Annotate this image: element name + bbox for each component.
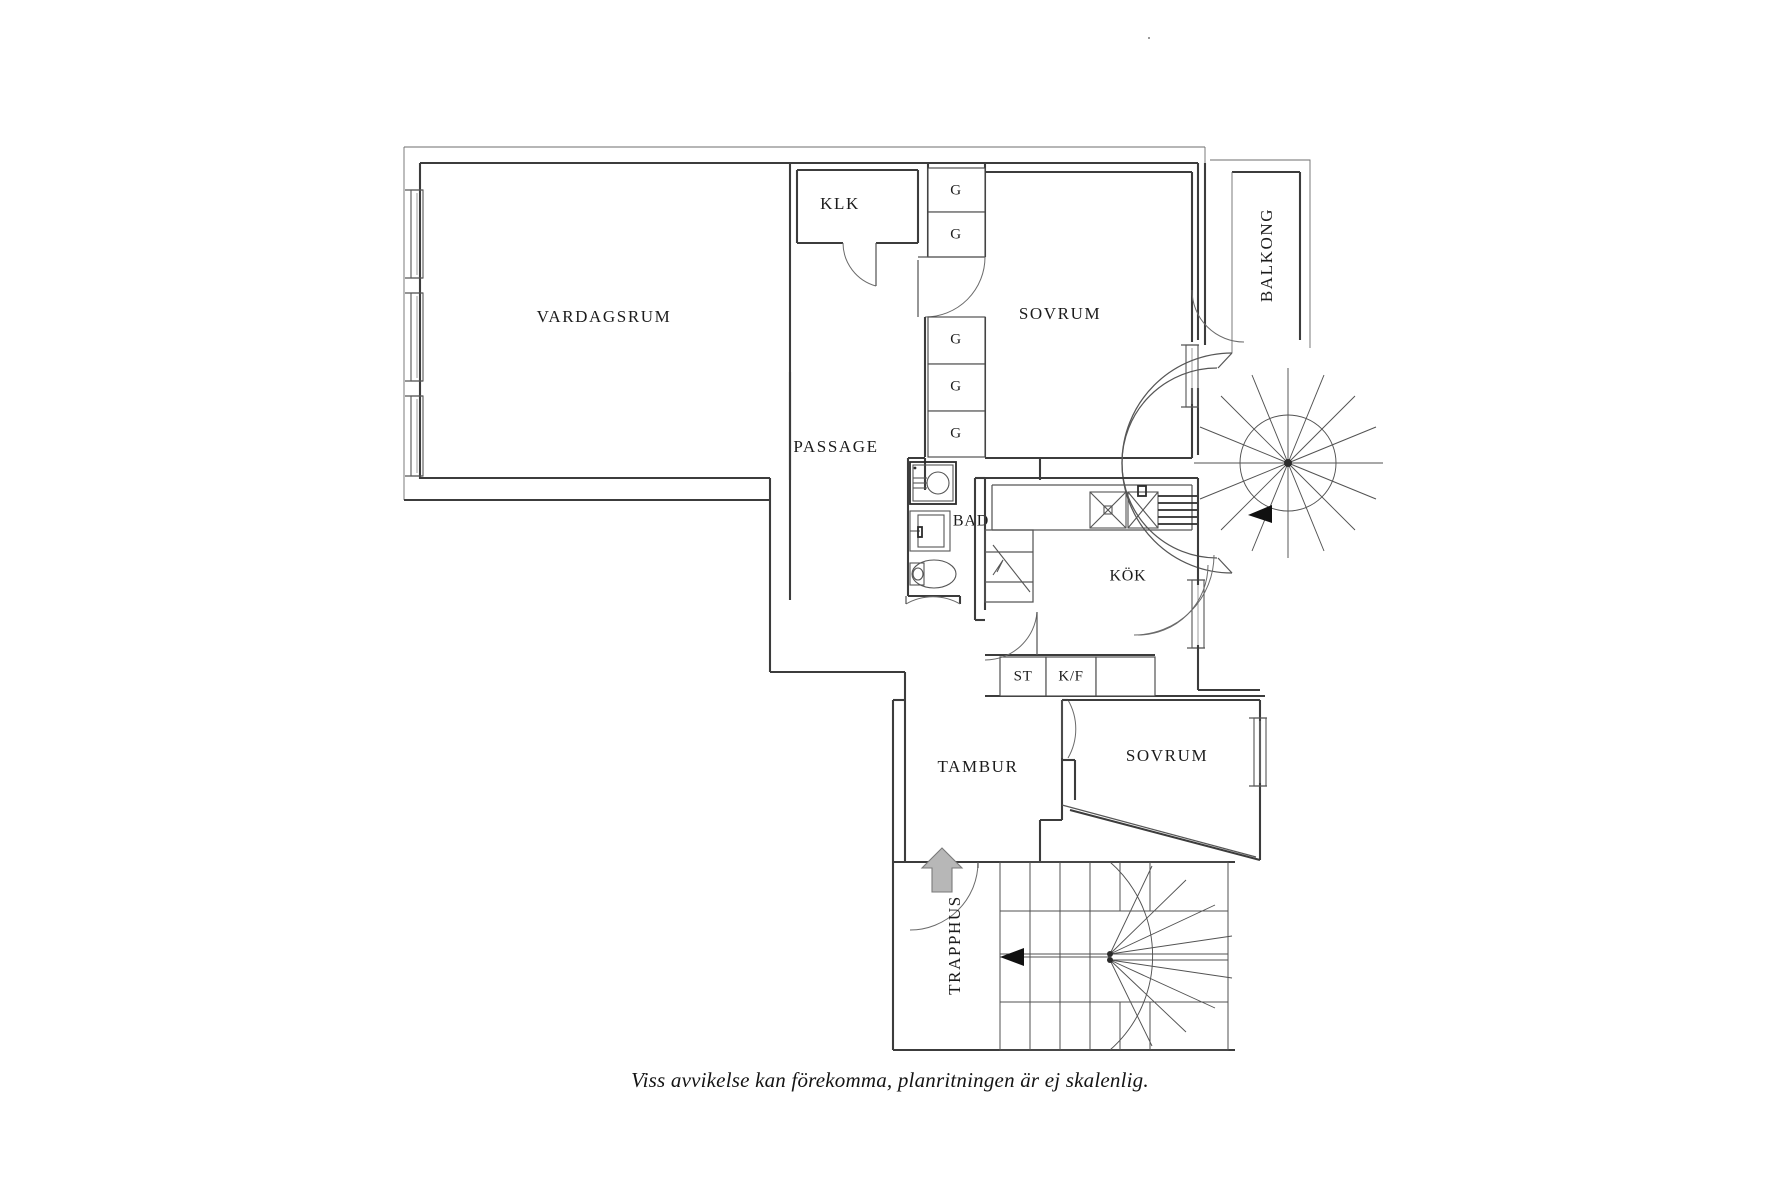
- toilet: [909, 559, 957, 589]
- room-label-sovrum-top: SOVRUM: [1019, 304, 1101, 323]
- room-label-bad: BAD: [953, 513, 989, 530]
- wardrobes-top: G G: [917, 163, 987, 318]
- cabinet-row-st-kf: ST K/F: [984, 611, 1265, 698]
- room-trapphus: TRAPPHUS: [893, 847, 1235, 1051]
- cabinet-label-st: ST: [1014, 668, 1033, 684]
- room-passage: PASSAGE: [788, 250, 878, 600]
- room-label-vardagsrum: VARDAGSRUM: [537, 307, 672, 326]
- window-lv-1: [405, 189, 424, 279]
- registration-dot: [1148, 37, 1150, 39]
- window-sovrum-east: [1181, 344, 1199, 408]
- wardrobes-middle: G G G: [923, 316, 987, 458]
- shower-tray: [909, 461, 957, 505]
- cabinet-label-g-mid-2: G: [950, 378, 961, 394]
- room-label-passage: PASSAGE: [793, 437, 878, 456]
- entrance-arrow: [920, 847, 964, 893]
- room-sovrum-bottom: SOVRUM: [1061, 698, 1267, 862]
- room-balkong: BALKONG: [1257, 208, 1276, 302]
- room-label-balkong: BALKONG: [1257, 208, 1276, 302]
- cabinet-label-g-top-2: G: [950, 226, 961, 242]
- room-label-trapphus: TRAPPHUS: [945, 895, 964, 995]
- window-sovrum-bottom-east: [1249, 717, 1267, 787]
- room-label-sovrum-bottom: SOVRUM: [1126, 746, 1208, 765]
- room-label-kok: KÖK: [1109, 567, 1146, 585]
- room-label-tambur: TAMBUR: [938, 757, 1019, 776]
- window-lv-3: [405, 395, 424, 477]
- room-bad: BAD: [905, 456, 989, 605]
- room-label-klk: KLK: [820, 194, 860, 213]
- living-room-windows: [405, 189, 424, 477]
- room-klk: [788, 163, 920, 287]
- spiral-staircase: [1121, 352, 1383, 574]
- window-kok-east: [1187, 579, 1205, 649]
- utility-hatch: [984, 529, 1034, 603]
- cabinet-label-g-mid-1: G: [950, 331, 961, 347]
- stair-direction-arrow-bottom: [1000, 948, 1110, 966]
- cabinet-label-g-top-1: G: [950, 182, 961, 198]
- room-tambur: TAMBUR: [903, 698, 1077, 864]
- cabinet-label-kf: K/F: [1058, 668, 1083, 684]
- window-lv-2: [405, 292, 424, 382]
- plan-disclaimer-caption: Viss avvikelse kan förekomma, planritnin…: [631, 1068, 1149, 1092]
- washing-machine: [909, 510, 951, 552]
- exterior-walls: [403, 146, 1311, 1052]
- room-kok: KÖK: [973, 456, 1260, 692]
- stove-hob: [1127, 485, 1198, 529]
- cabinet-label-g-mid-3: G: [950, 425, 961, 441]
- kitchen-sink: [1089, 491, 1127, 529]
